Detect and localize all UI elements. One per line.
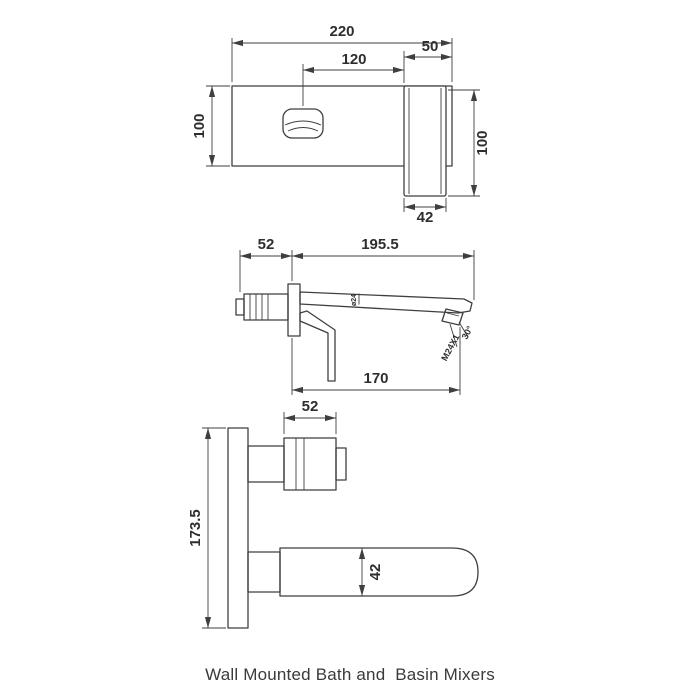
dim-label-behind-wall-depth: 52	[258, 236, 275, 253]
valve-body-outline	[283, 437, 337, 491]
dim-side-spout-reach: 195.5	[292, 236, 475, 300]
handle-outline	[282, 108, 324, 139]
basin-side-view: 52 195.5 170 30° M24X1 ø24	[235, 236, 475, 395]
dim-label-spout-width: 42	[417, 209, 434, 226]
leader-line	[458, 321, 469, 338]
spout-side	[299, 291, 473, 348]
spout-profile-outline	[299, 291, 473, 314]
dim-front-plate-height: 100	[191, 85, 230, 167]
mixer-handle-front	[282, 108, 324, 139]
spout-block-outline	[403, 85, 447, 197]
handle-detail-line	[284, 120, 322, 126]
dim-label-body-depth: 52	[302, 398, 319, 415]
valve-connector-outline	[247, 445, 285, 483]
dim-label-bath-plate-height: 173.5	[187, 509, 204, 547]
dim-front-plate-width: 220	[231, 23, 453, 82]
dim-label-aerator-thread: M24X1	[439, 333, 461, 363]
dim-label-spout-diameter: ø24	[351, 294, 358, 306]
drawing-caption: Wall Mounted Bath and Basin Mixers	[205, 665, 495, 684]
dim-bath-plate-height: 173.5	[187, 427, 226, 629]
dim-label-handle-length: 170	[363, 370, 388, 387]
handle-cap-outline	[335, 447, 347, 481]
wall-plate-side-outline	[287, 283, 301, 337]
tall-wall-plate-outline	[227, 427, 249, 629]
dim-front-handle-to-spout: 120	[302, 51, 404, 106]
dim-side-handle-length: 170	[291, 327, 461, 395]
wall-plate-outline	[231, 85, 453, 167]
dim-label-spout-reach: 195.5	[361, 236, 399, 253]
dim-label-plate-height: 100	[191, 113, 208, 138]
dim-bath-body-depth: 52	[283, 398, 337, 434]
dim-side-behind-wall-depth: 52	[239, 236, 293, 292]
dim-label-spout-body-height: 100	[474, 130, 491, 155]
bath-side-view: 52 173.5 42	[187, 398, 479, 629]
bath-spout	[247, 547, 479, 597]
dim-label-plate-width: 220	[329, 23, 354, 40]
valve-assembly	[247, 437, 347, 491]
dim-label-bath-spout-height: 42	[367, 564, 384, 581]
bath-spout-outline	[279, 547, 479, 597]
dim-front-spout-body-height: 100	[448, 89, 491, 197]
dim-label-spout-offset: 50	[422, 38, 439, 55]
spout-front	[403, 85, 447, 197]
spout-connector-outline	[247, 551, 281, 593]
inlet-stub-outline	[235, 298, 245, 316]
valve-body-outline	[243, 293, 289, 321]
dim-bath-spout-height: 42	[358, 548, 384, 596]
valve-body-behind-wall	[235, 293, 289, 321]
leader-line	[449, 323, 458, 348]
aerator-outline	[441, 308, 464, 326]
dim-front-spout-offset: 50	[403, 38, 452, 83]
handle-detail-line	[287, 127, 319, 132]
aerator-detail-line	[446, 312, 460, 317]
handle-lever-outline	[299, 310, 336, 382]
dim-label-handle-to-spout: 120	[341, 51, 366, 68]
dim-front-spout-width: 42	[403, 198, 447, 226]
front-view: 220 50 120 100 100 42	[191, 23, 491, 226]
